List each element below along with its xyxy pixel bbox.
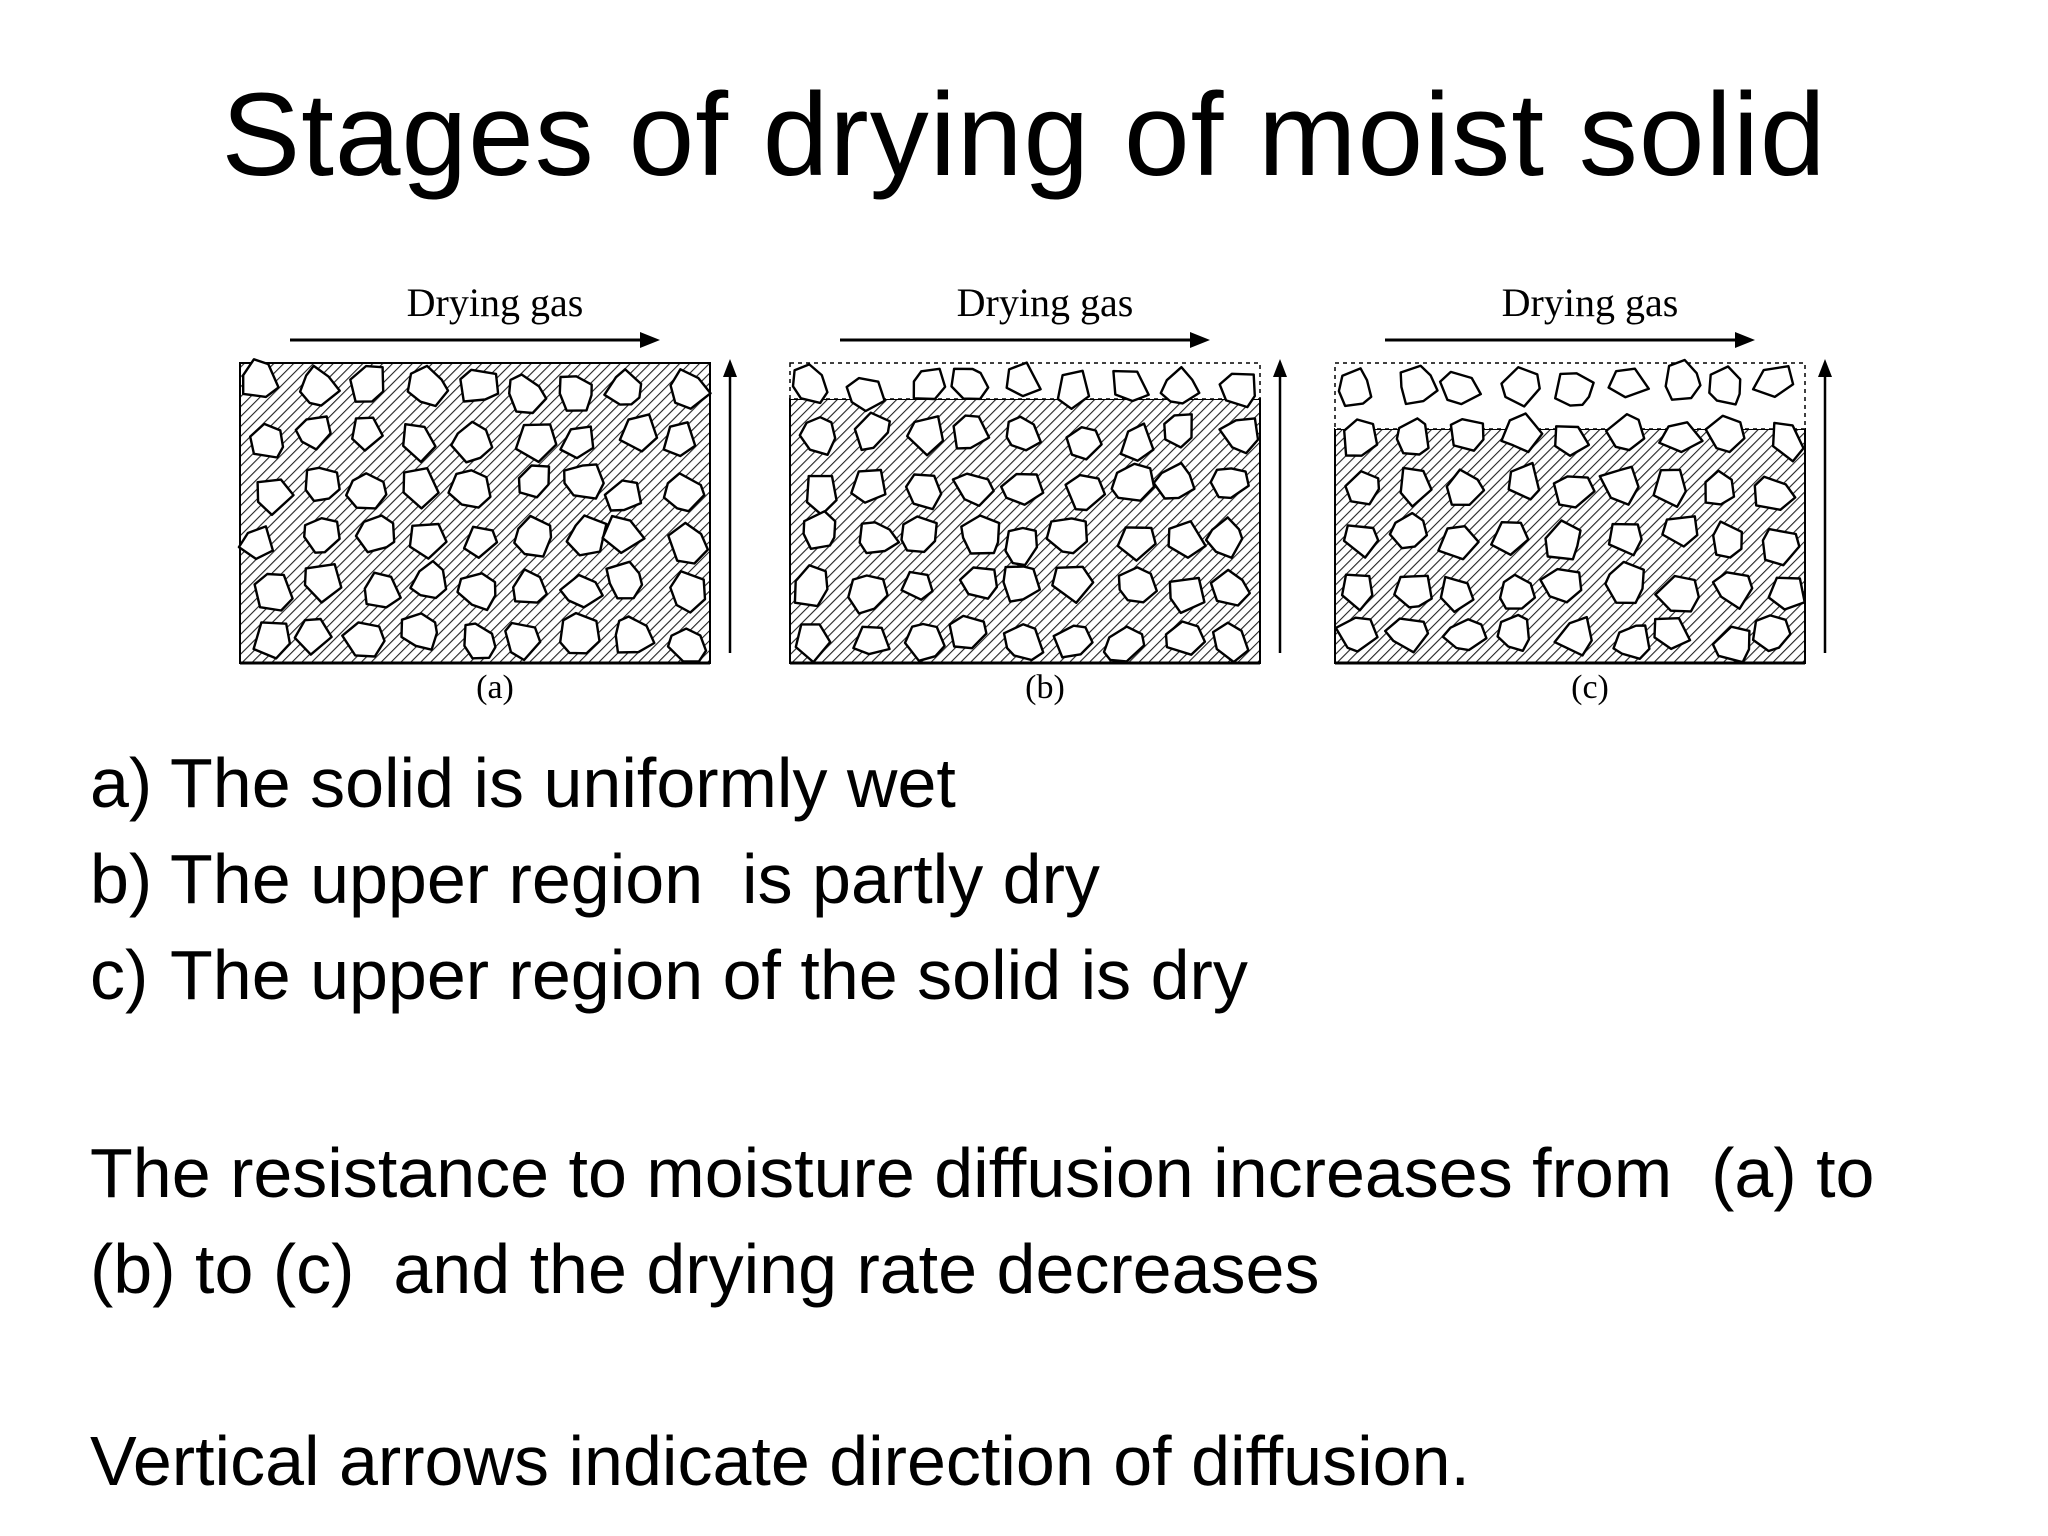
- diffusion-note: Vertical arrows indicate direction of di…: [90, 1422, 1470, 1500]
- diffusion-arrow: [1818, 359, 1832, 653]
- drying-gas-arrow: [290, 332, 660, 348]
- stage-text: The upper region is partly dry: [170, 840, 1100, 918]
- moist-solid-bed-diagram: [1334, 332, 1832, 665]
- stage-item-b: b)The upper region is partly dry: [90, 831, 1100, 927]
- stage-marker: b): [90, 840, 153, 918]
- drying-gas-label: Drying gas: [1501, 280, 1679, 325]
- drying-gas-label: Drying gas: [406, 280, 584, 325]
- panel-caption: (a): [476, 669, 514, 706]
- drying-gas-arrow: [1385, 332, 1755, 348]
- stage-marker: c): [90, 936, 149, 1014]
- solid-particles: [791, 361, 1260, 664]
- stage-text: The upper region of the solid is dry: [170, 936, 1248, 1014]
- stage-item-a: a)The solid is uniformly wet: [90, 735, 956, 831]
- drying-gas-arrow: [840, 332, 1210, 348]
- wet-region: [239, 362, 711, 664]
- stage-text: The solid is uniformly wet: [170, 744, 956, 822]
- figure-panel-a: Drying gas (a): [230, 268, 760, 728]
- moist-solid-bed-diagram: [237, 332, 737, 665]
- resistance-text-line1: The resistance to moisture diffusion inc…: [90, 1134, 1875, 1212]
- figure-panel-c: Drying gas (c): [1325, 268, 1855, 728]
- drying-gas-label: Drying gas: [956, 280, 1134, 325]
- panel-caption: (c): [1571, 669, 1609, 706]
- stage-marker: a): [90, 744, 153, 822]
- diffusion-arrow: [1273, 359, 1287, 653]
- moist-solid-bed-diagram: [789, 332, 1287, 665]
- figure-panel-b: Drying gas (b): [780, 268, 1310, 728]
- solid-particles: [1334, 358, 1806, 664]
- solid-particles: [237, 358, 712, 663]
- stage-item-c: c) The upper region of the solid is dry: [90, 927, 1248, 1023]
- diffusion-arrow: [723, 359, 737, 653]
- panel-caption: (b): [1025, 669, 1065, 706]
- slide-title: Stages of drying of moist solid: [221, 69, 1827, 201]
- resistance-text-line2: (b) to (c) and the drying rate decreases: [90, 1230, 1320, 1308]
